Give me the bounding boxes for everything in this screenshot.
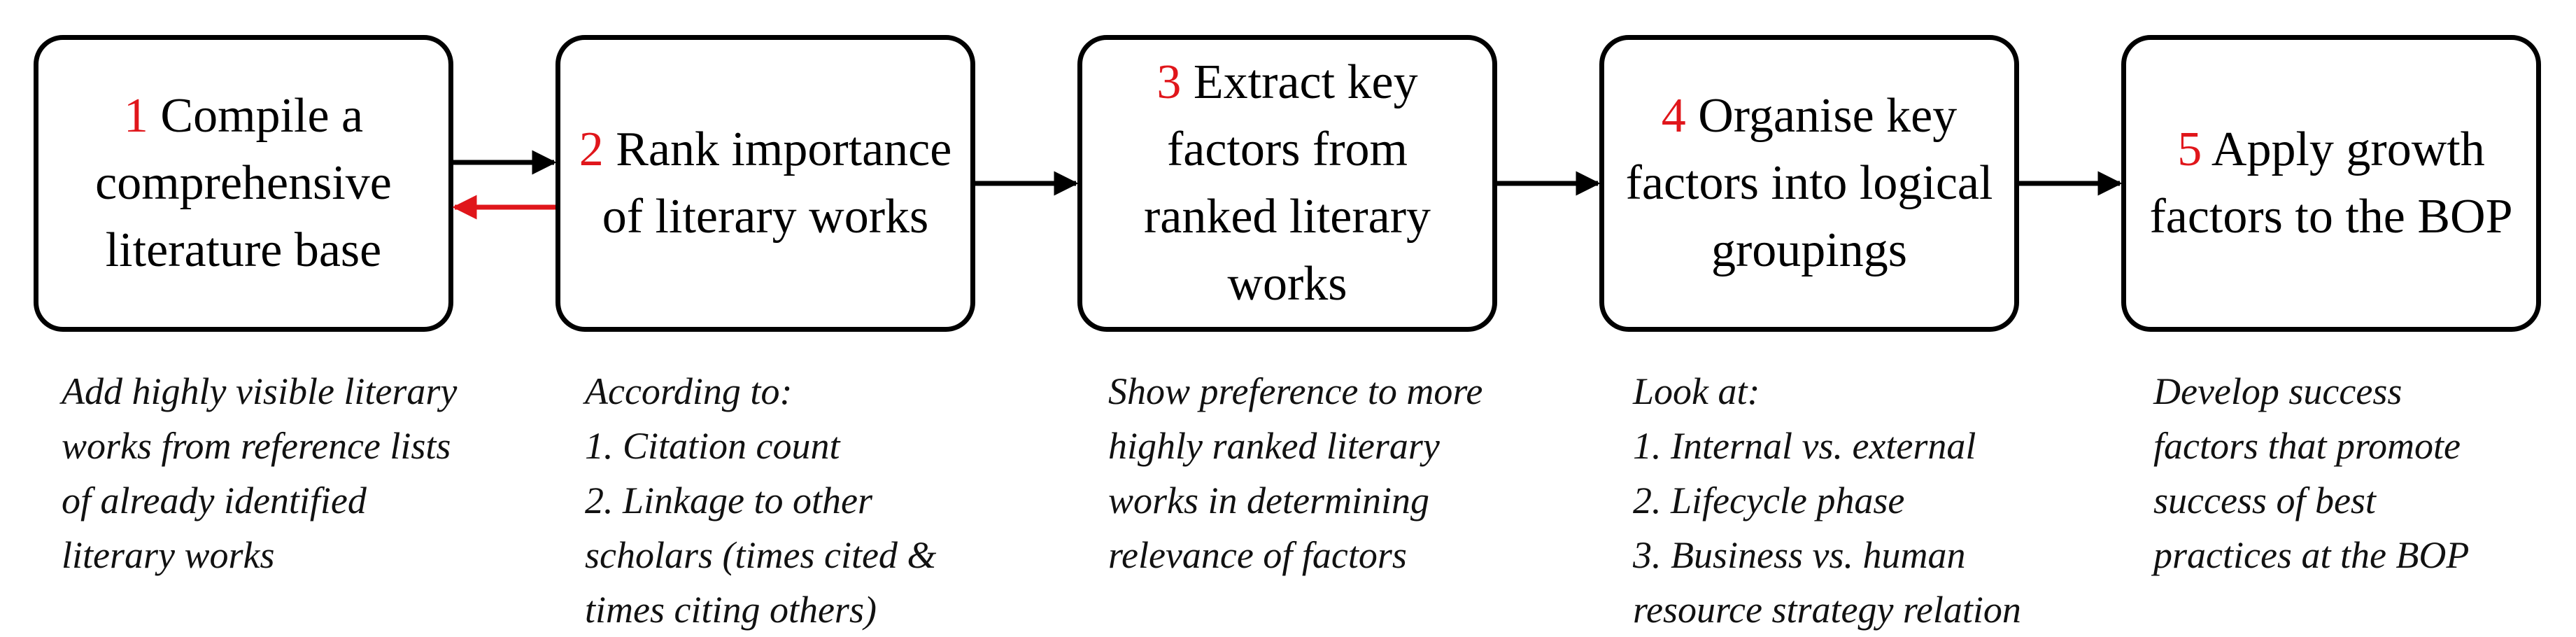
step-note-5: Develop success factors that promote suc… [2153, 364, 2576, 582]
step-box-2: 2 Rank importance of literary works [555, 35, 975, 332]
step-note-3: Show preference to more highly ranked li… [1108, 364, 1542, 582]
note-4-line: 2. Lifecycle phase [1633, 479, 1905, 522]
note-3-line: relevance of factors [1108, 534, 1407, 576]
step-box-5: 5 Apply growth factors to the BOP [2121, 35, 2541, 332]
note-2-line: 1. Citation count [585, 425, 840, 467]
note-1-line: works from reference lists [62, 425, 451, 467]
step-title-3: 3 Extract key factors from ranked litera… [1082, 49, 1492, 318]
step-label-5: Apply growth factors to the BOP [2149, 122, 2513, 244]
note-4-line: Look at: [1633, 370, 1760, 412]
note-3-line: highly ranked literary [1108, 425, 1440, 467]
process-diagram: 1 Compile a comprehensive literature bas… [34, 35, 2576, 631]
step-box-1: 1 Compile a comprehensive literature bas… [34, 35, 453, 332]
connector-arrows [452, 150, 2123, 220]
step-number-4: 4 [1661, 89, 1686, 143]
step-number-1: 1 [123, 89, 148, 143]
note-1-line: of already identified [62, 479, 367, 522]
step-note-4: Look at: 1. Internal vs. external 2. Lif… [1633, 364, 2067, 637]
note-2-line: 2. Linkage to other [585, 479, 872, 522]
note-1-line: literary works [62, 534, 275, 576]
note-4-line: 3. Business vs. human [1633, 534, 1966, 576]
note-3-line: Show preference to more [1108, 370, 1483, 412]
step-box-3: 3 Extract key factors from ranked litera… [1077, 35, 1497, 332]
step-title-4: 4 Organise key factors into logical grou… [1604, 83, 2014, 284]
step-box-4: 4 Organise key factors into logical grou… [1599, 35, 2019, 332]
step-note-2: According to: 1. Citation count 2. Linka… [585, 364, 1019, 637]
step-number-3: 3 [1156, 55, 1182, 109]
step-number-2: 2 [579, 122, 604, 176]
note-4-line: 1. Internal vs. external [1633, 425, 1976, 467]
note-4-line: resource strategy relation [1633, 589, 2021, 631]
step-title-5: 5 Apply growth factors to the BOP [2126, 116, 2536, 251]
note-5-line: Develop success [2153, 370, 2402, 412]
note-5-line: practices at the BOP [2153, 534, 2470, 576]
step-title-2: 2 Rank importance of literary works [560, 116, 970, 251]
step-label-2: Rank importance of literary works [602, 122, 952, 244]
step-label-4: Organise key factors into logical groupi… [1625, 89, 1993, 277]
step-title-1: 1 Compile a comprehensive literature bas… [38, 83, 448, 284]
note-1-line: Add highly visible literary [62, 370, 458, 412]
note-5-line: factors that promote [2153, 425, 2461, 467]
note-2-line: scholars (times cited & [585, 534, 937, 576]
note-5-line: success of best [2153, 479, 2376, 522]
note-2-line: According to: [585, 370, 793, 412]
step-note-1: Add highly visible literary works from r… [62, 364, 495, 582]
step-label-3: Extract key factors from ranked literary… [1143, 55, 1431, 311]
note-3-line: works in determining [1108, 479, 1429, 522]
note-2-line: times citing others) [585, 589, 877, 631]
step-label-1: Compile a comprehensive literature base [95, 89, 392, 277]
step-number-5: 5 [2177, 122, 2202, 176]
